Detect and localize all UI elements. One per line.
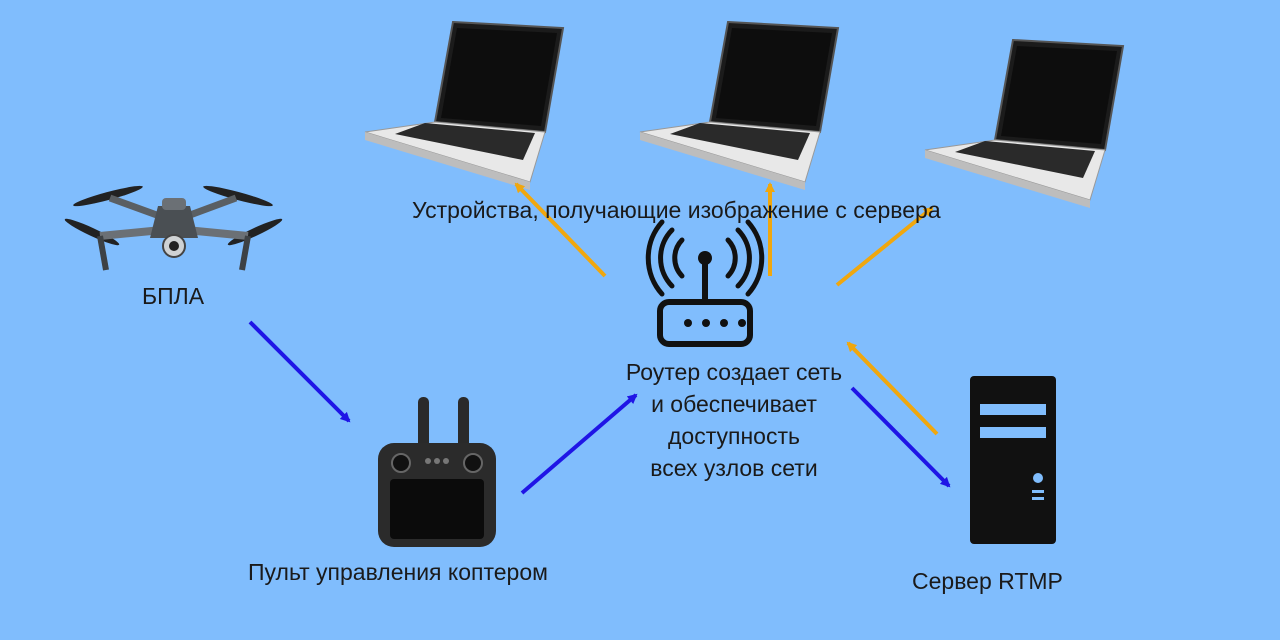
drone-icon (64, 185, 283, 271)
server-tower-icon (970, 376, 1056, 544)
remote-label: Пульт управления коптером (248, 559, 548, 585)
router-caption-line: доступность (668, 423, 800, 449)
arrow-remote-to-router (520, 393, 638, 495)
arrow-router-to-laptop-left (514, 182, 607, 278)
drone-label: БПЛА (142, 283, 205, 309)
router-icon (645, 219, 765, 347)
arrow-server-to-router (846, 341, 939, 436)
laptop-icon (924, 38, 1125, 208)
laptop-icon (364, 20, 565, 190)
router-caption-line: и обеспечивает (651, 391, 817, 417)
arrow-router-to-server (850, 386, 951, 488)
arrow-router-to-laptop-right (835, 206, 934, 287)
router-caption-line: Роутер создает сеть (625, 359, 843, 385)
server-label: Сервер RTMP (912, 568, 1063, 594)
arrow-drone-to-remote (248, 320, 351, 423)
devices-label: Устройства, получающие изображение с сер… (412, 197, 941, 223)
laptop-icon (639, 20, 840, 190)
router-caption: Роутер создает сеть и обеспечивает досту… (598, 356, 870, 484)
remote-controller-icon (378, 397, 496, 547)
router-caption-line: всех узлов сети (650, 455, 818, 481)
